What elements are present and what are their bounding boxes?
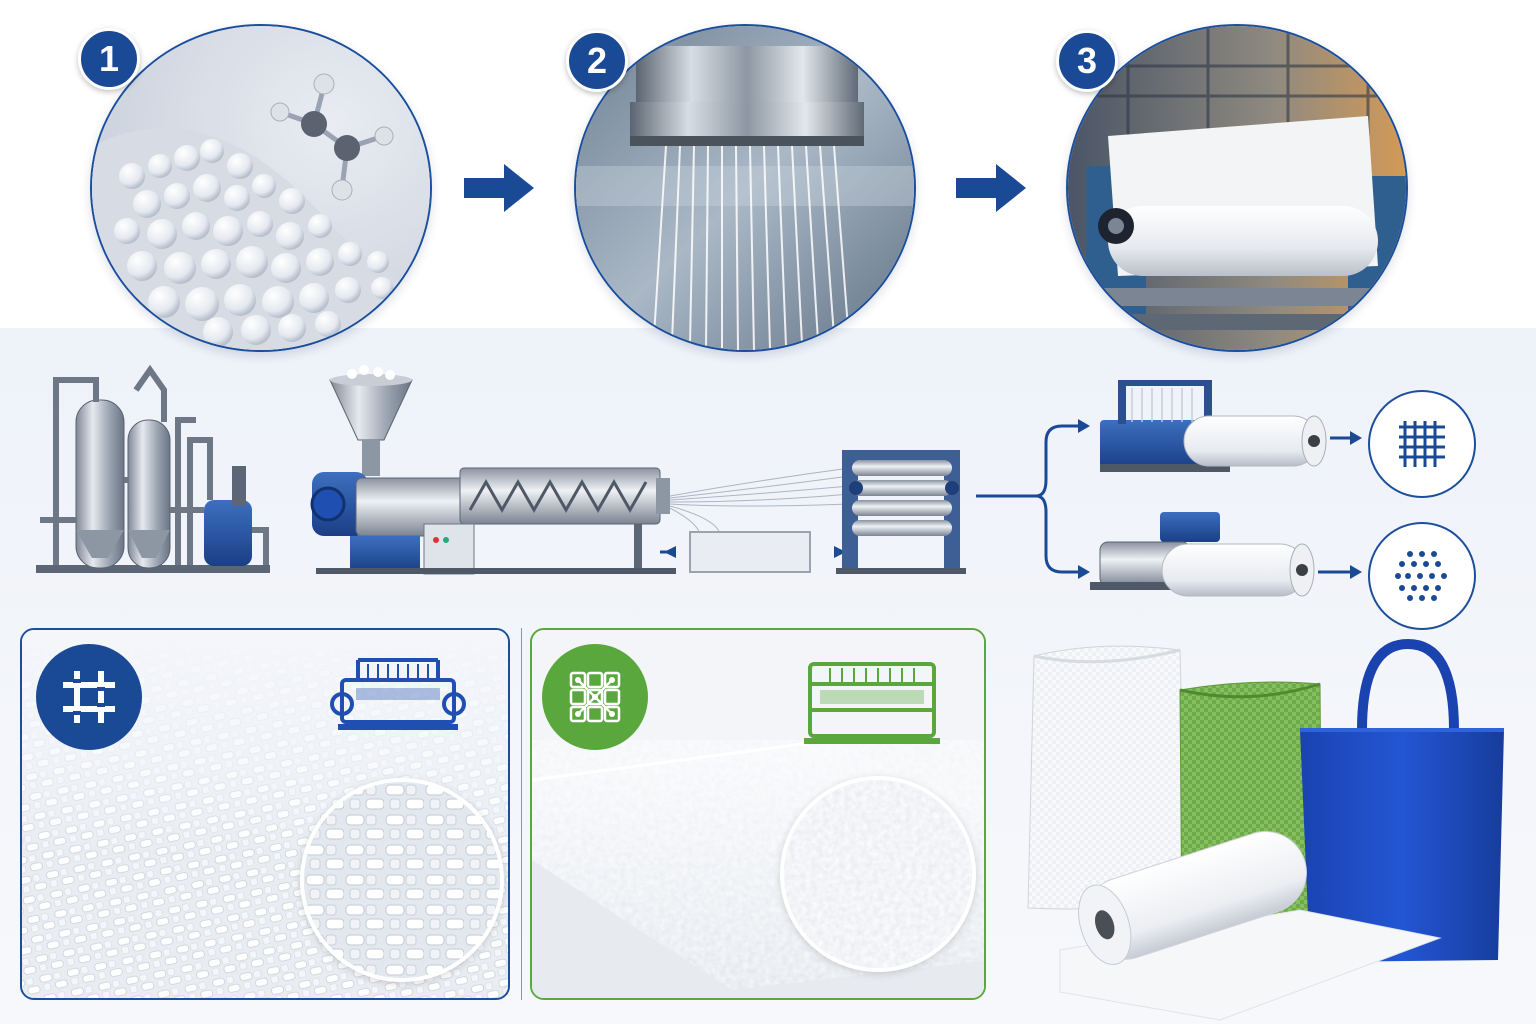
water-bath-illustration [660,531,850,573]
panel-divider [521,628,522,1000]
step-1-image [90,24,432,352]
blue-tote-bag [1300,730,1504,962]
step-2-badge: 2 [566,30,628,92]
extruder-illustration [310,365,676,575]
grid-pattern-icon [1368,390,1476,498]
dot-pattern-icon [1368,522,1476,630]
fabric-roll [1078,831,1307,965]
process-line [0,360,1536,630]
woven-pattern-icon [36,644,142,750]
nonwoven-machine-illustration [1090,512,1315,597]
nonwoven-fabric-panel [530,628,986,1000]
step-row: 1 [0,0,1536,360]
godet-rollers-illustration [836,450,966,574]
step-2-image [574,24,916,352]
nonwoven-zoom-view [780,776,976,972]
arrow-right-icon [956,162,1028,214]
step-3-badge: 3 [1056,30,1118,92]
woven-fabric-panel [20,628,510,1000]
step-3-image [1066,24,1408,352]
refinery-illustration [36,364,270,573]
nonwoven-network-icon [542,644,648,750]
product-examples [1000,620,1536,1024]
loom-icon [328,654,468,734]
arrow-right-icon [464,162,536,214]
step-1-badge: 1 [78,28,140,90]
nonwoven-machine-icon [800,654,944,746]
woven-zoom-view [300,778,504,982]
loom-illustration [1100,380,1327,472]
